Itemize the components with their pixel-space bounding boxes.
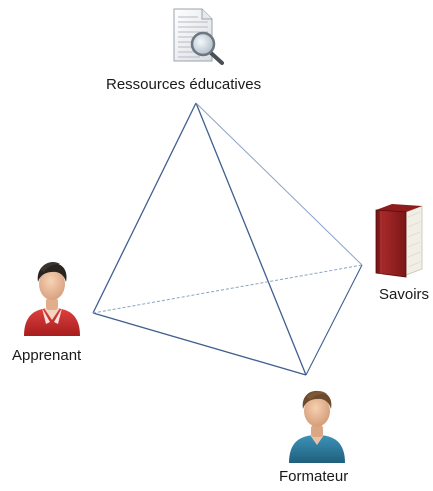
learner-person-icon: [24, 262, 80, 336]
node-label-resources: Ressources éducatives: [106, 76, 262, 93]
node-label-trainer: Formateur: [279, 468, 349, 485]
edge-resources-knowledge: [195, 102, 363, 266]
edge-resources-learner: [92, 102, 197, 314]
edge-learner-trainer: [92, 312, 307, 376]
node-label-knowledge: Savoirs: [379, 286, 430, 303]
edge-trainer-knowledge: [305, 264, 363, 376]
trainer-person-icon: [289, 390, 345, 463]
edge-learner-knowledge: [92, 264, 363, 314]
book-icon: [375, 204, 423, 278]
document-search-icon: [173, 8, 224, 65]
edge-resources-trainer: [195, 102, 307, 376]
node-label-learner: Apprenant: [12, 347, 82, 364]
